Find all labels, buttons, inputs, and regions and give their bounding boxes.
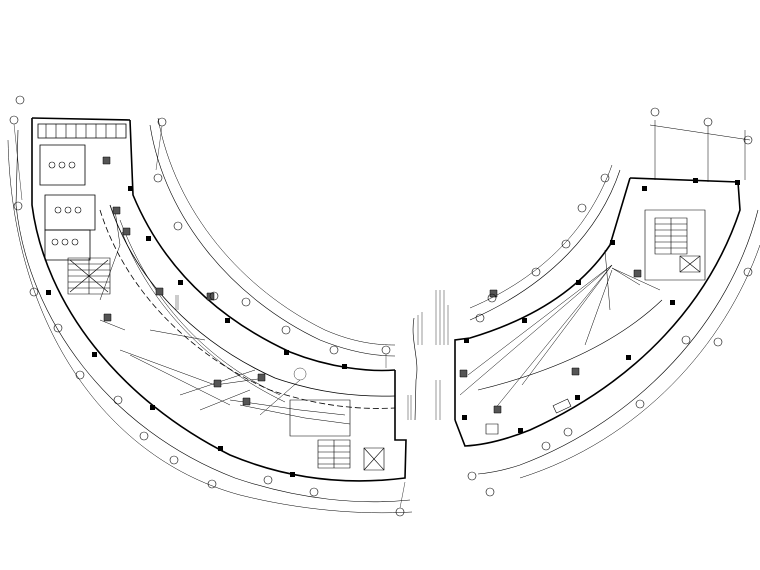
- east-equipment-box: [553, 399, 571, 413]
- west-wc-room-a: [40, 145, 85, 185]
- grid-axis-bubble-icon: [10, 96, 404, 516]
- break-line: [413, 318, 417, 420]
- west-corridor: [100, 210, 395, 408]
- east-wing: [413, 108, 760, 496]
- east-annotation-marks: [418, 290, 448, 420]
- east-panel-box: [486, 424, 498, 434]
- fixture-box-icon: [460, 270, 641, 413]
- west-inner-dimension-arc: [150, 125, 395, 356]
- east-core-room: [645, 210, 705, 280]
- west-wiring: [100, 210, 300, 415]
- stair-icon: [655, 218, 687, 254]
- west-toilet-block: [38, 124, 126, 138]
- west-cable-tray: [120, 220, 350, 424]
- fixture-box-icon: [103, 157, 265, 405]
- west-core-room: [290, 400, 350, 436]
- stair-icon: [68, 258, 110, 294]
- east-inner-dimension-arc: [470, 170, 620, 320]
- west-wing: [8, 96, 412, 516]
- west-inner-wall: [130, 120, 395, 370]
- east-corridor: [478, 300, 662, 390]
- west-wc-room-c: [45, 230, 90, 260]
- west-dimension-arc: [16, 130, 410, 502]
- lift-icon: [364, 448, 384, 470]
- column-icon: [46, 186, 347, 477]
- west-annotation-marks: [176, 295, 411, 420]
- east-top-dimension: [650, 125, 750, 140]
- west-top-wall: [32, 118, 130, 120]
- east-outer-wall: [455, 178, 740, 446]
- lift-icon: [680, 256, 700, 272]
- toilet-fixture-icon: [49, 162, 81, 245]
- east-inner-wall: [455, 178, 630, 420]
- column-icon: [462, 178, 740, 433]
- grid-axis-bubble-icon: [468, 108, 752, 496]
- stair-icon: [318, 440, 350, 468]
- east-wiring: [460, 250, 660, 410]
